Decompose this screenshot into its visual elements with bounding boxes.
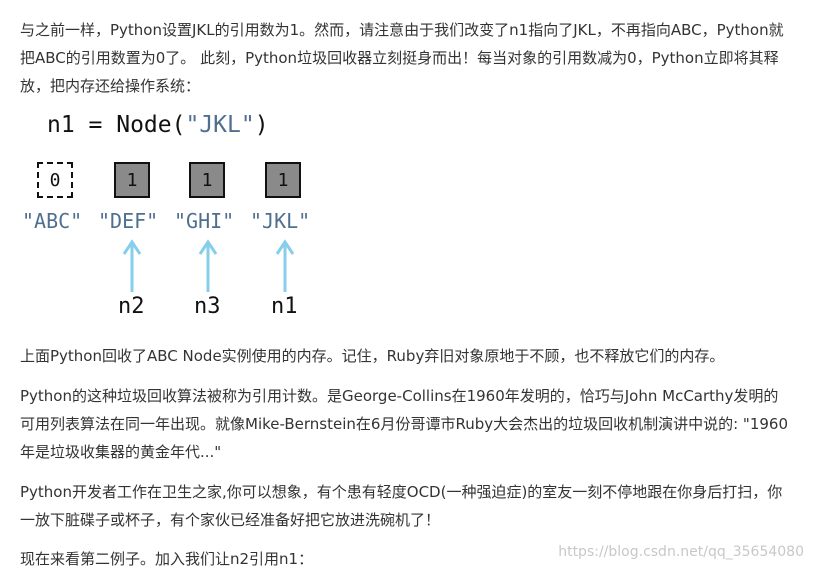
paragraph-refcount-zero: 与之前一样，Python设置JKL的引用数为1。然而，请注意由于我们改变了n1指…: [20, 21, 784, 95]
refcount-box-def: 1: [114, 162, 150, 198]
arrow-up-icon: [275, 239, 295, 292]
arrow-up-icon: [198, 239, 218, 292]
watermark: https://blog.csdn.net/qq_35654080: [558, 544, 804, 560]
node-label-def: "DEF": [98, 209, 159, 233]
paragraph-ruby-memory: 上面Python回收了ABC Node实例使用的内存。记住，Ruby弃旧对象原地…: [20, 347, 725, 365]
code-prefix: n1 = Node(: [47, 112, 186, 138]
refcount-box-jkl: 1: [265, 162, 301, 198]
node-label-abc: "ABC": [22, 209, 83, 233]
code-string: "JKL": [185, 112, 255, 138]
code-line: n1 = Node("JKL"): [47, 112, 269, 138]
variable-n1: n1: [271, 294, 298, 319]
refcount-box-abc: 0: [37, 162, 73, 198]
variable-n2: n2: [118, 294, 145, 319]
node-label-ghi: "GHI": [174, 209, 235, 233]
paragraph-ocd-roommate: Python开发者工作在卫生之家,你可以想象，有个患有轻度OCD(一种强迫症)的…: [20, 483, 783, 529]
variable-n3: n3: [194, 294, 221, 319]
code-suffix: ): [254, 112, 269, 138]
paragraph-refcount-history: Python的这种垃圾回收算法被称为引用计数。是George-Collins在1…: [20, 387, 788, 461]
refcount-box-ghi: 1: [189, 162, 225, 198]
arrow-up-icon: [122, 239, 142, 292]
node-label-jkl: "JKL": [250, 209, 311, 233]
paragraph-second-example: 现在来看第二例子。加入我们让n2引用n1：: [20, 550, 314, 568]
